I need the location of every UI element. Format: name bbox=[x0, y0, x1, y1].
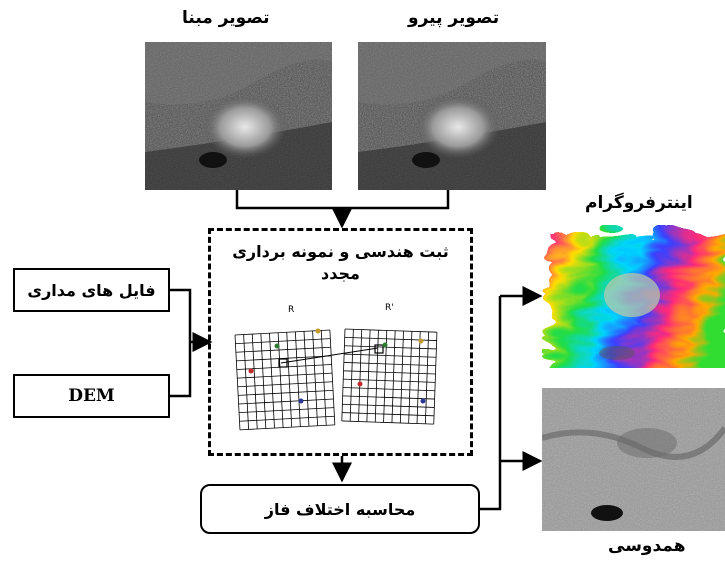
grid-point-yellow-left bbox=[315, 328, 321, 334]
grid-point-green-left bbox=[274, 343, 280, 349]
grid-line bbox=[251, 334, 258, 429]
grid-line bbox=[239, 407, 334, 414]
grid-line bbox=[234, 334, 241, 430]
interferogram-label: اینترفروگرام bbox=[585, 193, 693, 213]
grid-line bbox=[399, 331, 404, 424]
grid-point-green-right bbox=[382, 342, 388, 348]
grid-line bbox=[342, 395, 435, 400]
grid-line bbox=[237, 381, 333, 388]
grid-line bbox=[243, 334, 249, 430]
grid-line bbox=[416, 331, 421, 424]
grid-correspondence-line bbox=[280, 347, 379, 364]
coherence-image bbox=[542, 388, 725, 531]
grid-line bbox=[260, 333, 267, 429]
grid-point-red-right bbox=[357, 381, 363, 387]
grid-reference bbox=[234, 329, 336, 431]
grid-left-label: R bbox=[288, 305, 294, 315]
phase-difference-label: محاسبه اختلاف فاز bbox=[264, 499, 416, 519]
arrow-orbit-dem-join bbox=[170, 288, 192, 398]
grid-line bbox=[238, 390, 334, 396]
interferogram-image bbox=[542, 225, 725, 368]
grid-line bbox=[424, 331, 429, 424]
grid-line bbox=[277, 332, 284, 428]
slave-sar-image bbox=[358, 42, 546, 190]
grid-line bbox=[344, 353, 437, 358]
grid-line bbox=[391, 330, 396, 423]
grid-line bbox=[358, 329, 363, 422]
grid-line bbox=[342, 403, 435, 408]
grid-line bbox=[239, 415, 335, 422]
grid-line bbox=[341, 420, 434, 425]
grid-point-yellow-right bbox=[418, 338, 424, 344]
grid-line bbox=[408, 331, 413, 424]
coregistration-box: ثبت هندسی و نمونه برداری مجدد R R' bbox=[208, 228, 473, 456]
grid-line bbox=[374, 330, 379, 423]
orbit-files-box: فایل های مداری bbox=[13, 268, 170, 312]
coregistration-title-line1: ثبت هندسی و نمونه برداری bbox=[232, 242, 449, 261]
grid-line bbox=[238, 398, 334, 405]
slave-image-label: تصویر پیرو bbox=[408, 8, 500, 28]
resampling-grids: R R' bbox=[234, 303, 438, 431]
grid-point-blue-right bbox=[420, 398, 426, 404]
dem-label: DEM bbox=[68, 386, 115, 406]
grid-line bbox=[342, 412, 435, 417]
grid-line bbox=[329, 330, 336, 425]
grid-line bbox=[294, 331, 301, 427]
dem-box: DEM bbox=[13, 374, 170, 418]
grid-point-blue-left bbox=[298, 398, 304, 404]
grid-line bbox=[303, 331, 310, 427]
grid-line bbox=[343, 362, 436, 367]
coregistration-title-line2: مجدد bbox=[321, 264, 360, 283]
grid-line bbox=[343, 378, 436, 383]
grid-line bbox=[235, 338, 331, 345]
master-image-label: تصویر مبنا bbox=[182, 8, 270, 28]
grid-line bbox=[349, 329, 354, 422]
master-sar-image bbox=[145, 42, 332, 190]
grid-line bbox=[235, 346, 331, 353]
orbit-files-label: فایل های مداری bbox=[27, 280, 156, 300]
grid-line bbox=[312, 330, 318, 426]
grid-line bbox=[286, 332, 293, 428]
grid-line bbox=[239, 424, 335, 431]
grid-right-label: R' bbox=[385, 303, 394, 313]
grid-line bbox=[341, 328, 346, 421]
phase-difference-box: محاسبه اختلاف فاز bbox=[200, 484, 480, 534]
coherence-label: همدوسی bbox=[608, 536, 686, 556]
grid-line bbox=[344, 345, 437, 350]
arrow-images-to-coreg bbox=[235, 190, 450, 210]
grid-line bbox=[342, 387, 435, 392]
grid-line bbox=[343, 370, 436, 375]
grid-secondary bbox=[341, 328, 438, 425]
grid-line bbox=[366, 329, 371, 422]
grid-line bbox=[269, 333, 275, 429]
grid-line bbox=[344, 328, 437, 333]
grid-line bbox=[234, 329, 330, 336]
grid-line bbox=[237, 372, 333, 379]
grid-line bbox=[320, 330, 327, 426]
arrow-phase-split bbox=[480, 296, 502, 511]
grid-point-red-left bbox=[248, 368, 254, 374]
grid-line bbox=[236, 355, 332, 362]
grid-line bbox=[433, 332, 438, 425]
grid-window-left bbox=[278, 358, 288, 368]
grid-window-right bbox=[374, 344, 384, 354]
